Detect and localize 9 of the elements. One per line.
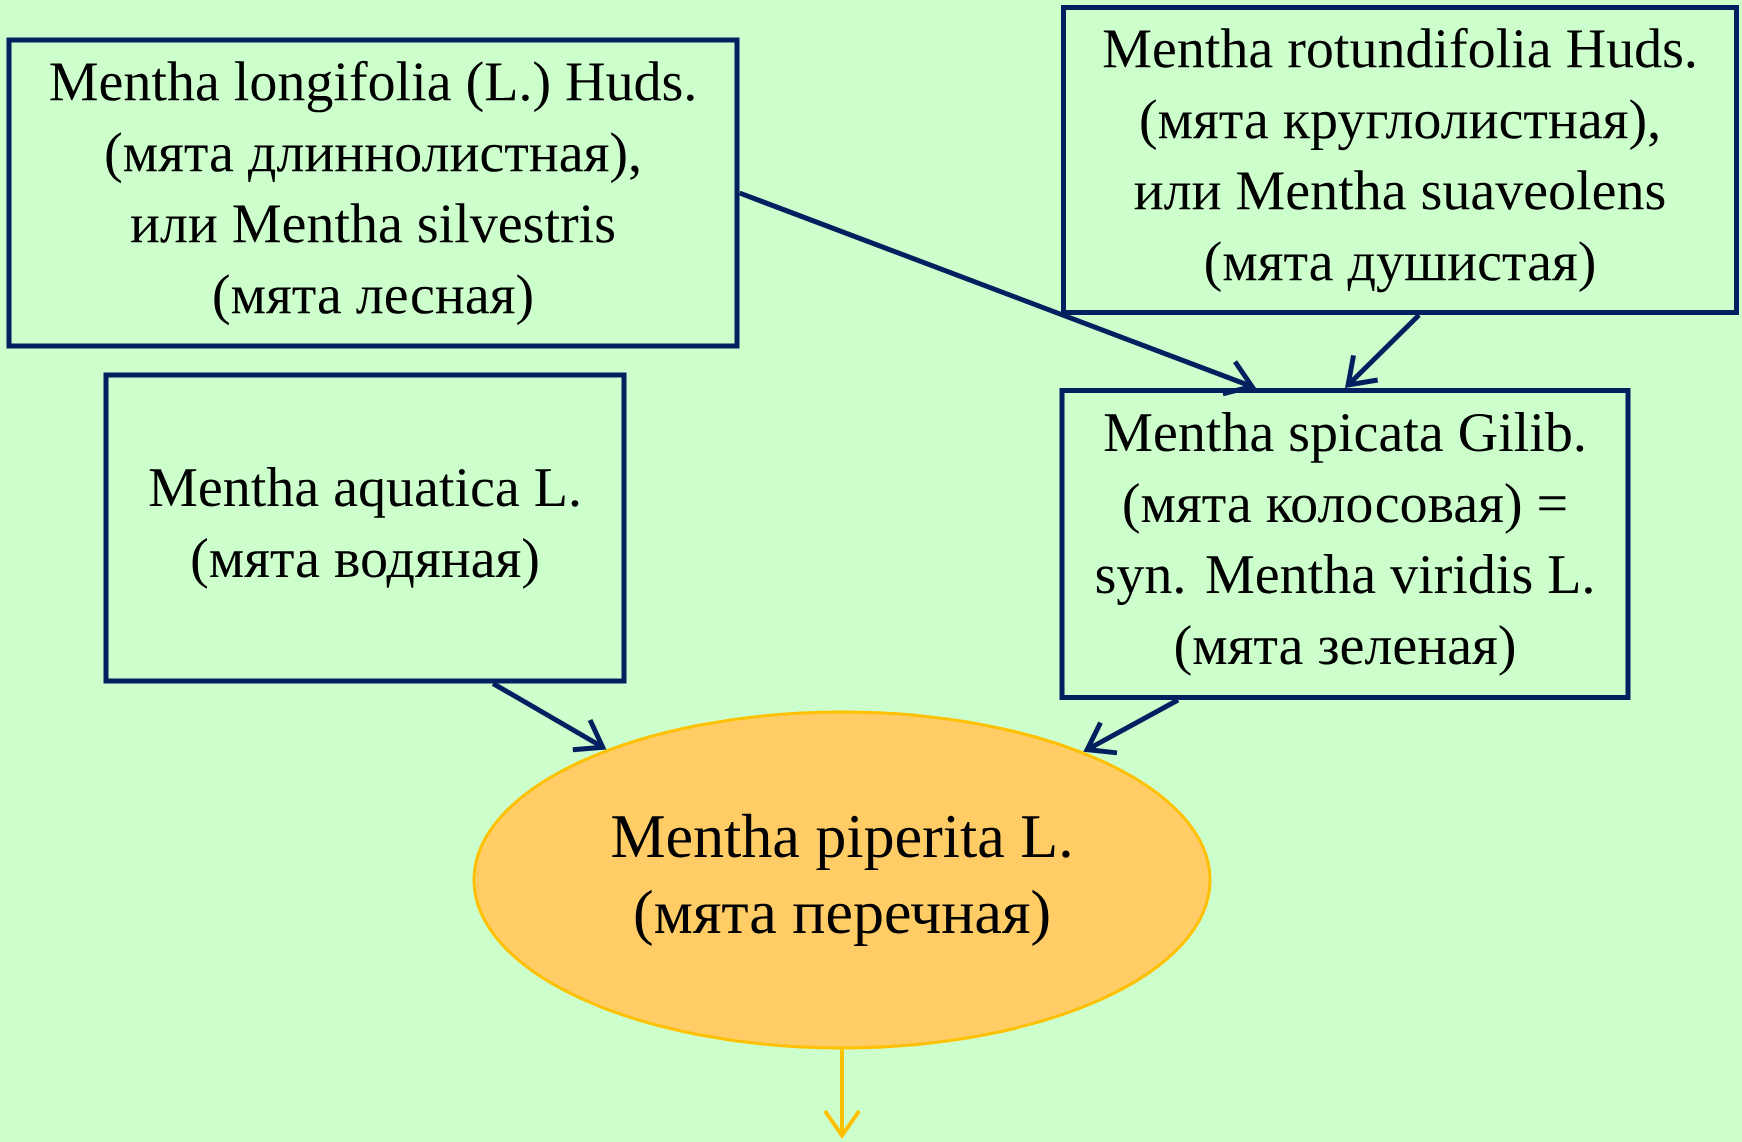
arrow — [738, 190, 1256, 397]
arrow — [1345, 313, 1421, 388]
species-box: Mentha longifolia (L.) Huds. (мята длиннолистная), или Mentha silvestris (мята лесная) — [6, 37, 740, 349]
species-box: Mentha spicata Gilib. (мята колосовая) = syn. Mentha viridis L. (мята зеленая) — [1059, 388, 1631, 700]
arrow — [491, 681, 607, 753]
arrow — [823, 1049, 861, 1139]
species-box: Mentha aquatica L. (мята водяная) — [103, 372, 627, 684]
arrow — [1083, 697, 1180, 756]
species-box: Mentha rotundifolia Huds. (мята круглолистная), или Mentha suaveolens (мята душистая) — [1061, 5, 1739, 315]
